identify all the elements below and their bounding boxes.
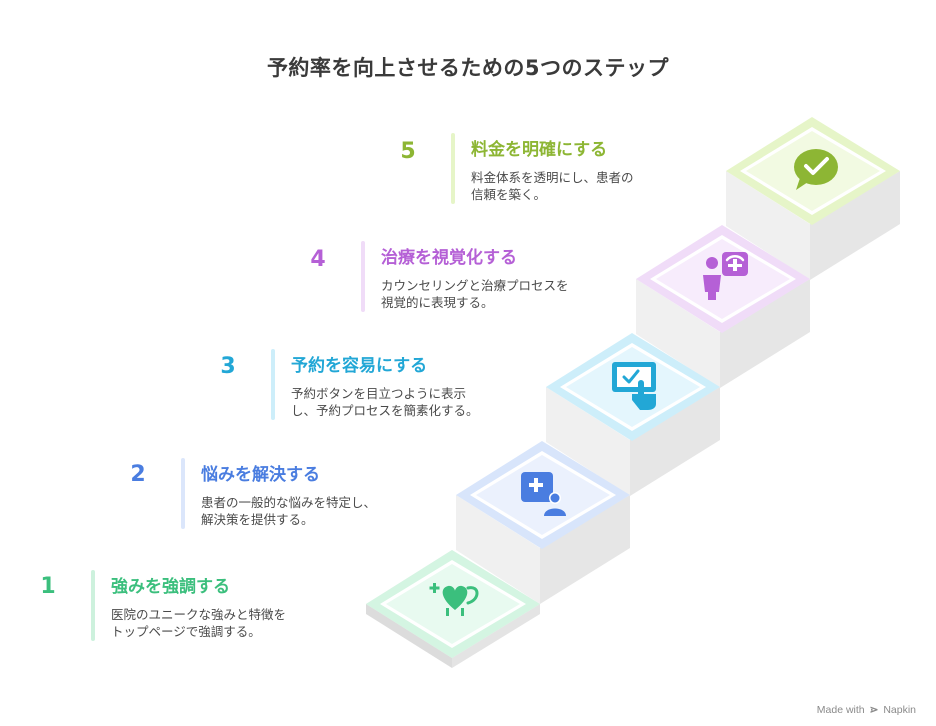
step-title: 悩みを解決する bbox=[201, 465, 320, 485]
credit-made-with: Made with bbox=[816, 704, 865, 716]
step-number: 4 bbox=[310, 247, 326, 272]
medical-user-icon bbox=[521, 472, 566, 516]
diagram-title: 予約率を向上させるための5つのステップ bbox=[266, 56, 670, 80]
step-description: 患者の一般的な悩みを特定し、 解決策を提供する。 bbox=[201, 495, 377, 527]
step-number: 2 bbox=[130, 462, 146, 487]
napkin-logo-icon: ⋗ bbox=[869, 704, 879, 716]
step-description: 医院のユニークな強みと特徴を トップページで強調する。 bbox=[111, 607, 287, 639]
step-number: 1 bbox=[40, 574, 56, 599]
step-title: 予約を容易にする bbox=[291, 356, 428, 376]
step-title: 治療を視覚化する bbox=[381, 248, 517, 268]
heart-health-icon bbox=[429, 583, 479, 616]
step-description: カウンセリングと治療プロセスを 視覚的に表現する。 bbox=[381, 278, 569, 310]
step-accent-bar bbox=[361, 241, 365, 312]
touch-screen-icon bbox=[612, 362, 656, 410]
chat-check-icon bbox=[794, 149, 838, 190]
step-accent-bar bbox=[451, 133, 455, 204]
step-title: 料金を明確にする bbox=[471, 140, 608, 160]
step-accent-bar bbox=[271, 349, 275, 420]
patient-doctor-icon bbox=[703, 252, 748, 300]
step-description: 予約ボタンを目立つように表示 し、予約プロセスを簡素化する。 bbox=[291, 386, 479, 418]
step-accent-bar bbox=[181, 458, 185, 529]
step-number: 3 bbox=[220, 354, 236, 379]
napkin-credit[interactable]: Made with ⋗ Napkin bbox=[817, 704, 916, 716]
step-top-4 bbox=[636, 225, 810, 333]
step-accent-bar bbox=[91, 570, 95, 641]
step-number: 5 bbox=[400, 139, 416, 164]
credit-brand: Napkin bbox=[883, 704, 916, 716]
step-title: 強みを強調する bbox=[111, 577, 230, 597]
step-description: 料金体系を透明にし、患者の 信頼を築く。 bbox=[471, 170, 634, 202]
